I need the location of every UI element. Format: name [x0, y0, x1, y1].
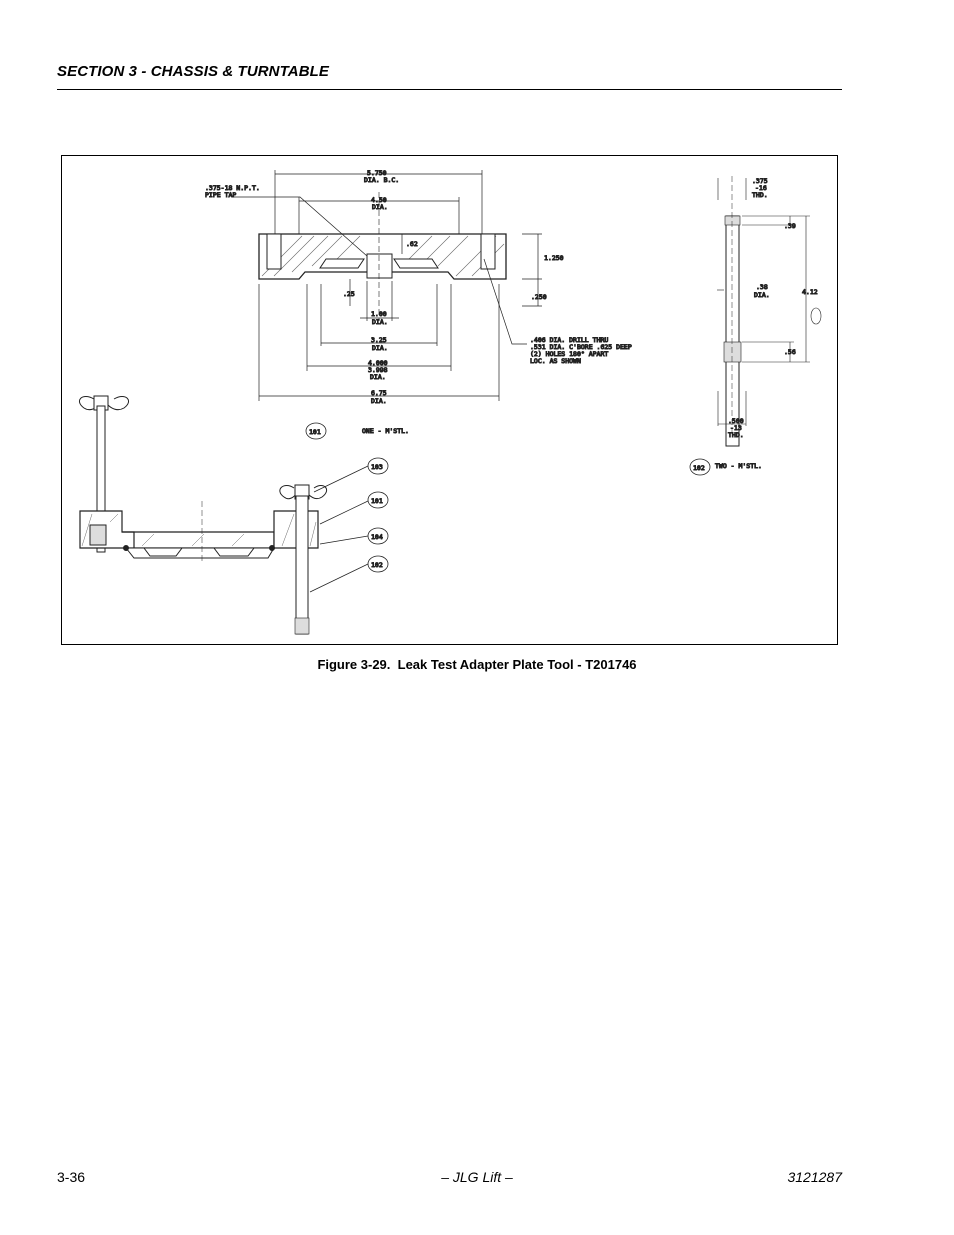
svg-text:103: 103: [371, 463, 383, 471]
svg-text:.25: .25: [343, 290, 355, 298]
svg-text:ONE - M'STL.: ONE - M'STL.: [362, 427, 409, 435]
svg-text:DIA.: DIA.: [372, 203, 388, 211]
svg-text:(2) HOLES 180° APART: (2) HOLES 180° APART: [530, 350, 608, 358]
technical-drawing: 5.750 DIA. B.C. 4.50 DIA. .375-18 N.P.T.…: [79, 169, 822, 635]
svg-text:.531 DIA. C'BORE .625 DEEP: .531 DIA. C'BORE .625 DEEP: [530, 343, 632, 351]
svg-text:DIA.: DIA.: [370, 373, 386, 381]
svg-text:101: 101: [309, 428, 321, 436]
section-title: SECTION 3 - CHASSIS & TURNTABLE: [57, 63, 330, 80]
svg-text:PIPE TAP: PIPE TAP: [205, 191, 236, 199]
caption-number: Figure 3-29.: [317, 657, 391, 672]
svg-text:3.998: 3.998: [368, 366, 388, 374]
svg-text:4.000: 4.000: [368, 359, 388, 367]
svg-text:102: 102: [693, 464, 705, 472]
header-rule: [57, 89, 842, 90]
doc-number: 3121287: [787, 1169, 842, 1185]
balloon-101: 101: [367, 491, 389, 509]
svg-text:.500: .500: [728, 417, 744, 425]
svg-text:6.75: 6.75: [371, 389, 387, 397]
balloon-102: 102: [367, 555, 389, 573]
svg-text:-13: -13: [730, 424, 742, 432]
svg-text:-16: -16: [755, 184, 767, 192]
svg-text:3.25: 3.25: [371, 336, 387, 344]
svg-text:.62: .62: [406, 240, 418, 248]
svg-text:THD.: THD.: [728, 431, 744, 439]
svg-text:104: 104: [371, 533, 383, 541]
svg-text:1.00: 1.00: [371, 310, 387, 318]
adapter-plate-section: [258, 192, 507, 321]
balloon-103: 103: [367, 457, 389, 475]
caption-title: Leak Test Adapter Plate Tool - T201746: [397, 657, 637, 672]
svg-text:.375-18 N.P.T.: .375-18 N.P.T.: [205, 184, 260, 192]
assembly-view: [79, 395, 369, 635]
balloon-104: 104: [367, 527, 389, 545]
svg-text:101: 101: [371, 497, 383, 505]
part-balloon-102: 102: [689, 458, 711, 476]
svg-text:1.250: 1.250: [544, 254, 564, 262]
svg-text:LOC. AS SHOWN: LOC. AS SHOWN: [530, 357, 581, 365]
svg-text:.39: .39: [784, 222, 796, 230]
svg-text:4.12: 4.12: [802, 288, 818, 296]
bolt-detail: .375 -16 THD. .39 .38 DIA. 4.12 .56 .500…: [715, 176, 822, 471]
svg-text:TWO - M'STL.: TWO - M'STL.: [715, 462, 762, 470]
page-number: 3-36: [57, 1169, 86, 1185]
footer-center: – JLG Lift –: [441, 1169, 513, 1185]
svg-text:.250: .250: [531, 293, 547, 301]
svg-text:DIA.: DIA.: [754, 291, 770, 299]
svg-text:.406 DIA. DRILL THRU: .406 DIA. DRILL THRU: [530, 336, 608, 344]
part-balloon-101: 101: [305, 422, 327, 440]
svg-text:5.750: 5.750: [367, 169, 387, 177]
svg-text:.56: .56: [784, 348, 796, 356]
svg-text:DIA.: DIA.: [372, 318, 388, 326]
svg-text:.375: .375: [752, 177, 768, 185]
svg-text:.38: .38: [756, 283, 768, 291]
dimension-lines: [234, 170, 542, 401]
svg-text:DIA.: DIA.: [372, 344, 388, 352]
svg-text:THD.: THD.: [752, 191, 768, 199]
svg-text:DIA.: DIA.: [371, 397, 387, 405]
drawing-labels: 5.750 DIA. B.C. 4.50 DIA. .375-18 N.P.T.…: [205, 169, 633, 436]
figure-caption: Figure 3-29. Leak Test Adapter Plate Too…: [0, 657, 954, 672]
svg-text:DIA. B.C.: DIA. B.C.: [364, 176, 399, 184]
assembly-balloons: 103 101 104 102: [367, 457, 389, 573]
svg-text:4.50: 4.50: [371, 196, 387, 204]
svg-text:102: 102: [371, 561, 383, 569]
figure-drawing: 5.750 DIA. B.C. 4.50 DIA. .375-18 N.P.T.…: [61, 155, 838, 645]
